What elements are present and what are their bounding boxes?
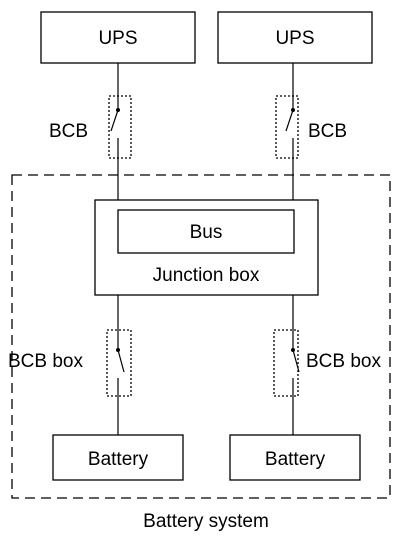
bcb-right-enclosure [275,95,299,159]
junction-box-label: Junction box [153,265,260,286]
bcb-box-right-enclosure [273,329,299,397]
bcb-right-label: BCB [308,121,347,142]
bcb-left-switch-blade [110,109,119,132]
battery-left-label: Battery [88,449,149,470]
bcb-right-switch-pivot [291,108,295,112]
bcb-box-left-enclosure [106,329,132,397]
bcb-left-switch-pivot [116,108,120,112]
bus-box [117,209,295,254]
bcb-box-left-switch-blade [117,349,125,373]
battery-system-boundary [11,174,391,499]
ups-right-box [217,11,373,64]
bcb-left-enclosure [108,95,132,159]
bcb-left-label: BCB [49,121,88,142]
bus-label: Bus [190,222,223,243]
bcb-box-left-label: BCB box [8,351,83,372]
ups-left-box [40,11,196,64]
battery-right-box [229,434,361,481]
battery-right-label: Battery [265,449,326,470]
battery-left-box [52,434,184,481]
ups-right-label: UPS [275,28,314,49]
bcb-box-right-switch-pivot [291,348,295,352]
bcb-box-left-switch-pivot [116,348,120,352]
bcb-right-switch-blade [285,109,294,132]
battery-system-caption: Battery system [143,511,269,532]
ups-left-label: UPS [98,28,137,49]
bcb-box-right-switch-blade [292,349,300,373]
bcb-box-right-label: BCB box [306,351,381,372]
